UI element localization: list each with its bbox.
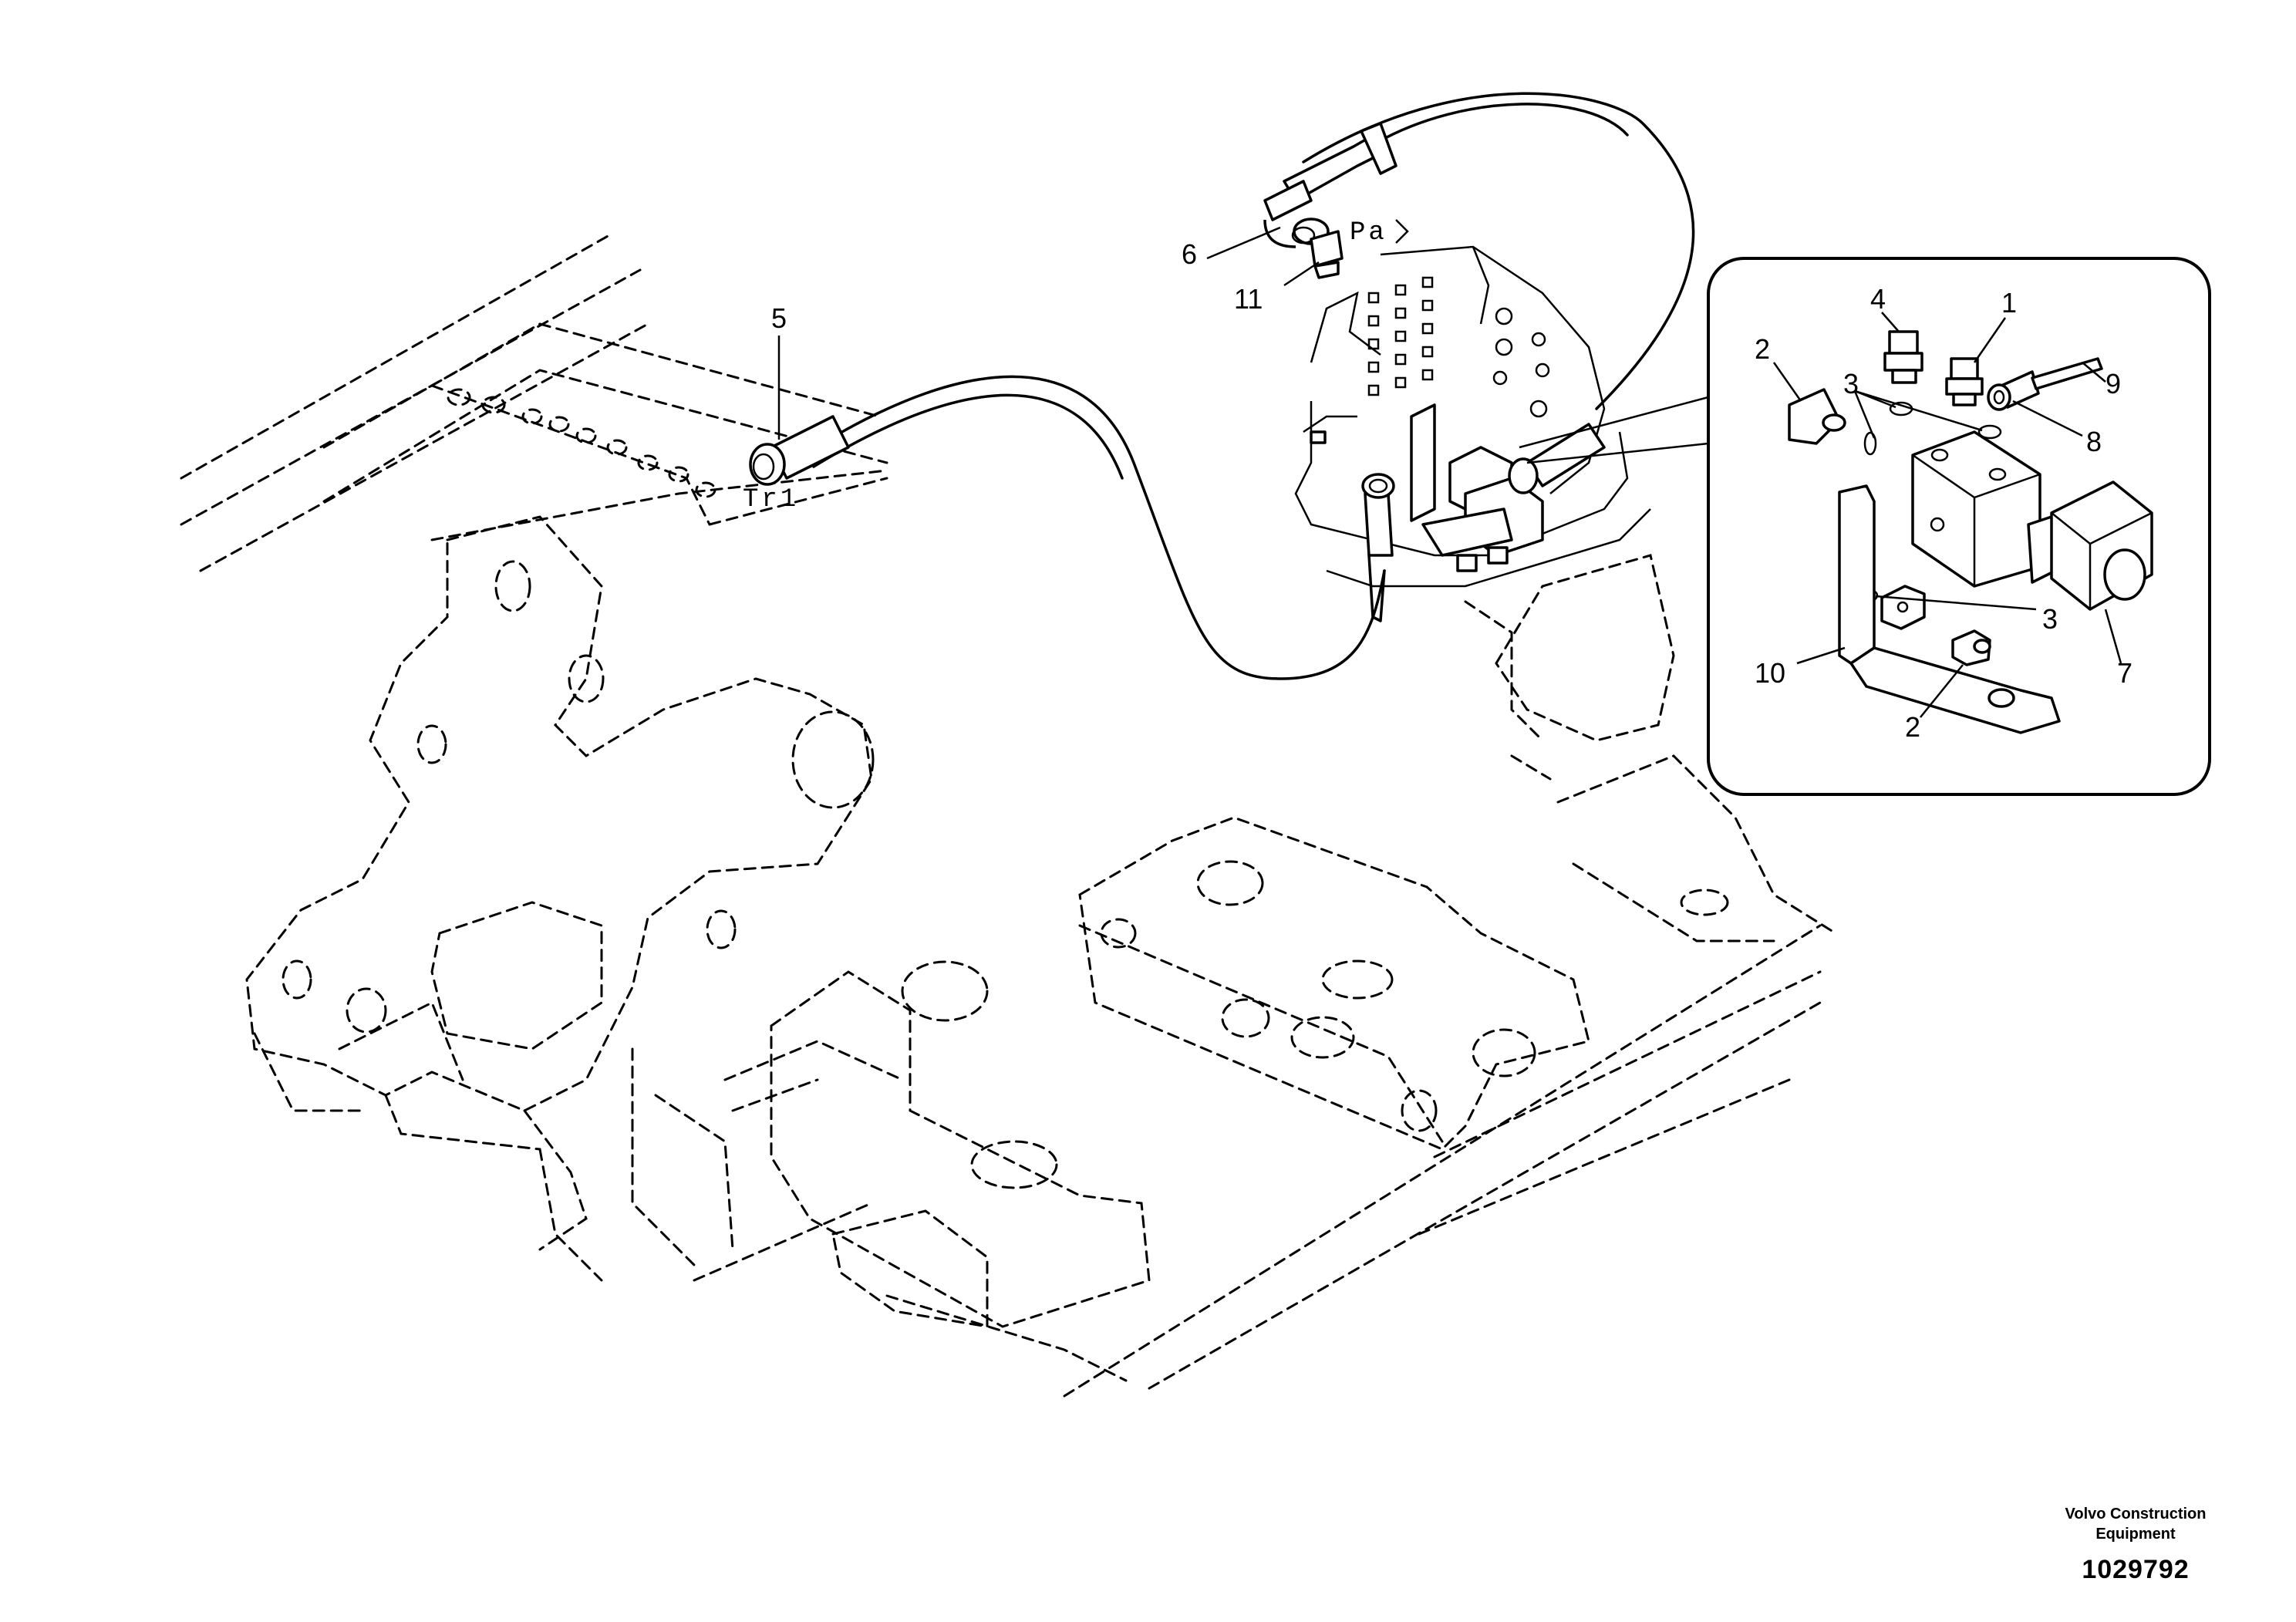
callout-4: 4 — [1870, 283, 1886, 315]
hoses — [749, 92, 1695, 680]
port-arrow-icon — [1395, 219, 1409, 244]
tr1-port-row — [447, 388, 716, 498]
port-label-pa: Pa — [1350, 218, 1387, 248]
port-label-tr1: Tr1 — [743, 485, 799, 514]
part-10-bracket — [1838, 484, 2061, 734]
brand-line-1: Volvo Construction — [2065, 1506, 2207, 1523]
callout-labels: Pa Tr1 5 6 11 4 1 2 3 9 8 3 7 10 2 — [743, 218, 2132, 743]
callout-9: 9 — [2106, 368, 2121, 400]
callout-3-bottom: 3 — [2042, 603, 2058, 635]
part-4-fitting — [1883, 330, 1923, 384]
callout-6: 6 — [1182, 238, 1197, 270]
footer-block: Volvo Construction Equipment 1029792 — [2035, 1504, 2236, 1585]
callout-11: 11 — [1234, 283, 1263, 315]
part-7-solenoid — [2027, 481, 2153, 611]
valve-bolt-grid — [1367, 276, 1550, 418]
callout-7: 7 — [2117, 657, 2132, 689]
frame-outline — [180, 234, 1837, 1398]
brand-line-2: Equipment — [2095, 1526, 2176, 1543]
main-leaders — [777, 226, 1320, 440]
callout-5: 5 — [771, 302, 787, 334]
callout-2-bottom: 2 — [1905, 711, 1920, 743]
inset-leaders — [1772, 312, 2122, 718]
part-2-elbow-top — [1788, 388, 1846, 445]
control-valve — [1294, 245, 1651, 588]
part-1-fitting — [1945, 357, 1984, 406]
callout-10: 10 — [1755, 657, 1785, 689]
callout-1: 1 — [2001, 287, 2017, 319]
callout-3-top: 3 — [1843, 368, 1859, 400]
part-2-elbow-bottom — [1951, 629, 1991, 666]
callout-2-top: 2 — [1755, 333, 1770, 365]
callout-8: 8 — [2086, 426, 2102, 457]
part-8-washer — [1987, 383, 2011, 411]
part-11-nipple — [1310, 230, 1344, 279]
drawing-number: 1029792 — [2082, 1555, 2190, 1584]
detail-inset — [1519, 257, 2211, 796]
